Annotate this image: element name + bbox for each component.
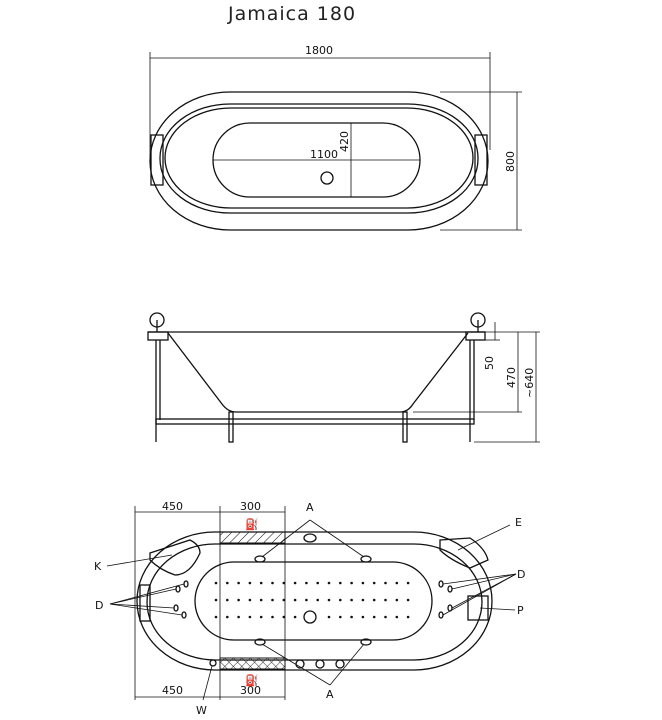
leader-lines bbox=[106, 519, 517, 701]
air-jet-dot bbox=[271, 598, 274, 602]
air-jet-dot bbox=[316, 581, 320, 585]
air-jet-dot bbox=[339, 581, 342, 585]
air-jet-dot bbox=[372, 615, 376, 619]
top-left-dim: 450 bbox=[162, 500, 183, 513]
air-jet-dot bbox=[214, 598, 218, 602]
basin-width-label: 420 bbox=[338, 131, 351, 152]
air-jet-dot bbox=[350, 615, 353, 619]
air-jet-dot bbox=[226, 598, 229, 602]
rim-label: 50 bbox=[483, 356, 496, 370]
air-jet-dot bbox=[361, 598, 365, 602]
faucet-icon: ⛽ bbox=[245, 518, 259, 531]
headrest-e bbox=[439, 537, 489, 569]
air-jet-dot bbox=[384, 598, 387, 602]
air-jet-dot bbox=[237, 581, 240, 585]
air-jet-dot bbox=[406, 598, 410, 602]
air-jet-dot bbox=[282, 598, 286, 602]
basin-length-label: 1100 bbox=[310, 148, 338, 161]
panel-p bbox=[467, 595, 489, 621]
faucet-icon: ⛽ bbox=[245, 674, 259, 687]
width-label: 800 bbox=[504, 151, 517, 172]
air-jet-dot bbox=[395, 615, 399, 619]
air-jet-dot bbox=[259, 598, 263, 602]
plan-view: 450 300 450 300 ⛽ ⛽ bbox=[94, 500, 525, 717]
air-jet-dot bbox=[327, 615, 331, 619]
top-view: 1800 1100 420 800 bbox=[149, 44, 522, 231]
air-jet-dot bbox=[406, 615, 410, 619]
top-mid-dim: 300 bbox=[240, 500, 261, 513]
headrest-k bbox=[149, 539, 201, 576]
air-jet-dot bbox=[372, 598, 376, 602]
basin-outline bbox=[194, 561, 433, 641]
air-jet-dot bbox=[327, 581, 331, 585]
air-jet-dot bbox=[339, 615, 342, 619]
length-label: 1800 bbox=[305, 44, 333, 57]
air-jet-dot bbox=[339, 598, 342, 602]
drain-icon bbox=[303, 610, 317, 624]
bottom-left-dim: 450 bbox=[162, 684, 183, 697]
air-jet-dot bbox=[271, 581, 274, 585]
callout-a-top: A bbox=[306, 501, 314, 514]
air-jet-dot bbox=[248, 581, 252, 585]
air-jet-dot bbox=[361, 615, 365, 619]
tub-outer-rim bbox=[149, 91, 489, 231]
air-jet-dot bbox=[226, 615, 229, 619]
air-jet-dot bbox=[293, 615, 297, 619]
air-jet-dot bbox=[395, 598, 399, 602]
air-jet-dot bbox=[248, 615, 252, 619]
handle-right bbox=[474, 134, 488, 186]
handle-left bbox=[150, 134, 164, 186]
callout-w: W bbox=[196, 704, 207, 717]
side-view: 50 470 ~640 bbox=[147, 312, 540, 443]
faucet-zone-crosshatched bbox=[219, 657, 286, 670]
air-jet-dot bbox=[293, 581, 297, 585]
air-jet-dot bbox=[350, 581, 353, 585]
air-jet-dot bbox=[271, 615, 274, 619]
air-jet-dot bbox=[282, 615, 286, 619]
bottom-mid-dim: 300 bbox=[240, 684, 261, 697]
air-jet-dot bbox=[305, 581, 308, 585]
air-jet-dot bbox=[384, 581, 387, 585]
air-jet-dot bbox=[316, 598, 320, 602]
air-jet-dot bbox=[372, 581, 376, 585]
callout-d-left: D bbox=[95, 599, 103, 612]
air-jet-dot bbox=[259, 581, 263, 585]
air-jet-dot bbox=[214, 615, 218, 619]
faucet-zone-hatched bbox=[219, 531, 286, 544]
height-label: ~640 bbox=[523, 368, 536, 398]
air-jet-dot bbox=[327, 598, 331, 602]
callout-a-bottom: A bbox=[326, 688, 334, 701]
air-jet-dot bbox=[226, 581, 229, 585]
air-jet-dot bbox=[259, 615, 263, 619]
tub-outer-rim bbox=[136, 531, 493, 671]
jets-a bbox=[254, 555, 372, 646]
air-jet-dot bbox=[361, 581, 365, 585]
callout-p: P bbox=[517, 604, 524, 617]
air-jet-dot bbox=[395, 581, 399, 585]
air-jet-dot bbox=[305, 598, 308, 602]
air-jet-dot bbox=[282, 581, 286, 585]
drawing-title: Jamaica 180 bbox=[227, 3, 356, 25]
callout-k: K bbox=[94, 560, 102, 573]
air-jet-dot bbox=[406, 581, 410, 585]
depth-label: 470 bbox=[505, 367, 518, 388]
air-jet-dot bbox=[350, 598, 353, 602]
air-jet-dot bbox=[384, 615, 387, 619]
air-jet-dot bbox=[237, 615, 240, 619]
air-jet-dot bbox=[293, 598, 297, 602]
air-jet-dot bbox=[237, 598, 240, 602]
air-jet-dot bbox=[248, 598, 252, 602]
callout-d-right: D bbox=[517, 568, 525, 581]
drain-icon bbox=[320, 171, 334, 185]
air-jet-grid bbox=[214, 581, 410, 619]
callout-e: E bbox=[515, 516, 522, 529]
air-jet-dot bbox=[214, 581, 218, 585]
